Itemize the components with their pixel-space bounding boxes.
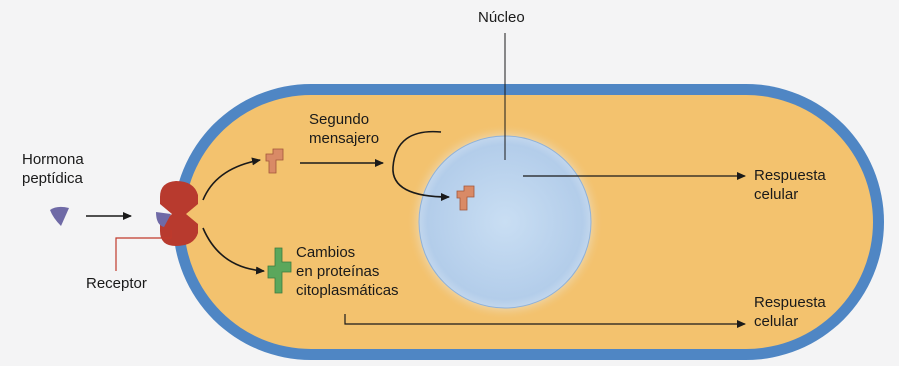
second-messenger-label: Segundo mensajero — [309, 111, 380, 147]
receptor-pointer-line — [115, 230, 172, 271]
hormone-icon — [50, 206, 69, 226]
nucleus — [418, 135, 592, 309]
arrow-proteins-to-response — [344, 314, 746, 328]
receptor-label: Receptor — [86, 275, 147, 292]
protein-changes-label: Cambios en proteínas citoplasmáticas — [296, 244, 399, 299]
cytoplasmic-protein-icon — [267, 247, 292, 294]
nucleus-label: Núcleo — [478, 9, 525, 26]
receptor — [160, 181, 198, 246]
hormone-label: Hormona peptídica — [22, 151, 84, 187]
nuclear-second-messenger-icon — [456, 185, 475, 211]
bound-hormone-icon — [156, 212, 171, 227]
second-messenger-icon — [265, 148, 284, 174]
cellular-response-label-1: Respuesta celular — [754, 167, 826, 203]
cellular-response-label-2: Respuesta celular — [754, 294, 826, 330]
arrow-into-nucleus — [392, 130, 450, 201]
arrow-receptor-to-second-messenger — [202, 157, 261, 201]
arrow-receptor-to-proteins — [202, 227, 265, 275]
